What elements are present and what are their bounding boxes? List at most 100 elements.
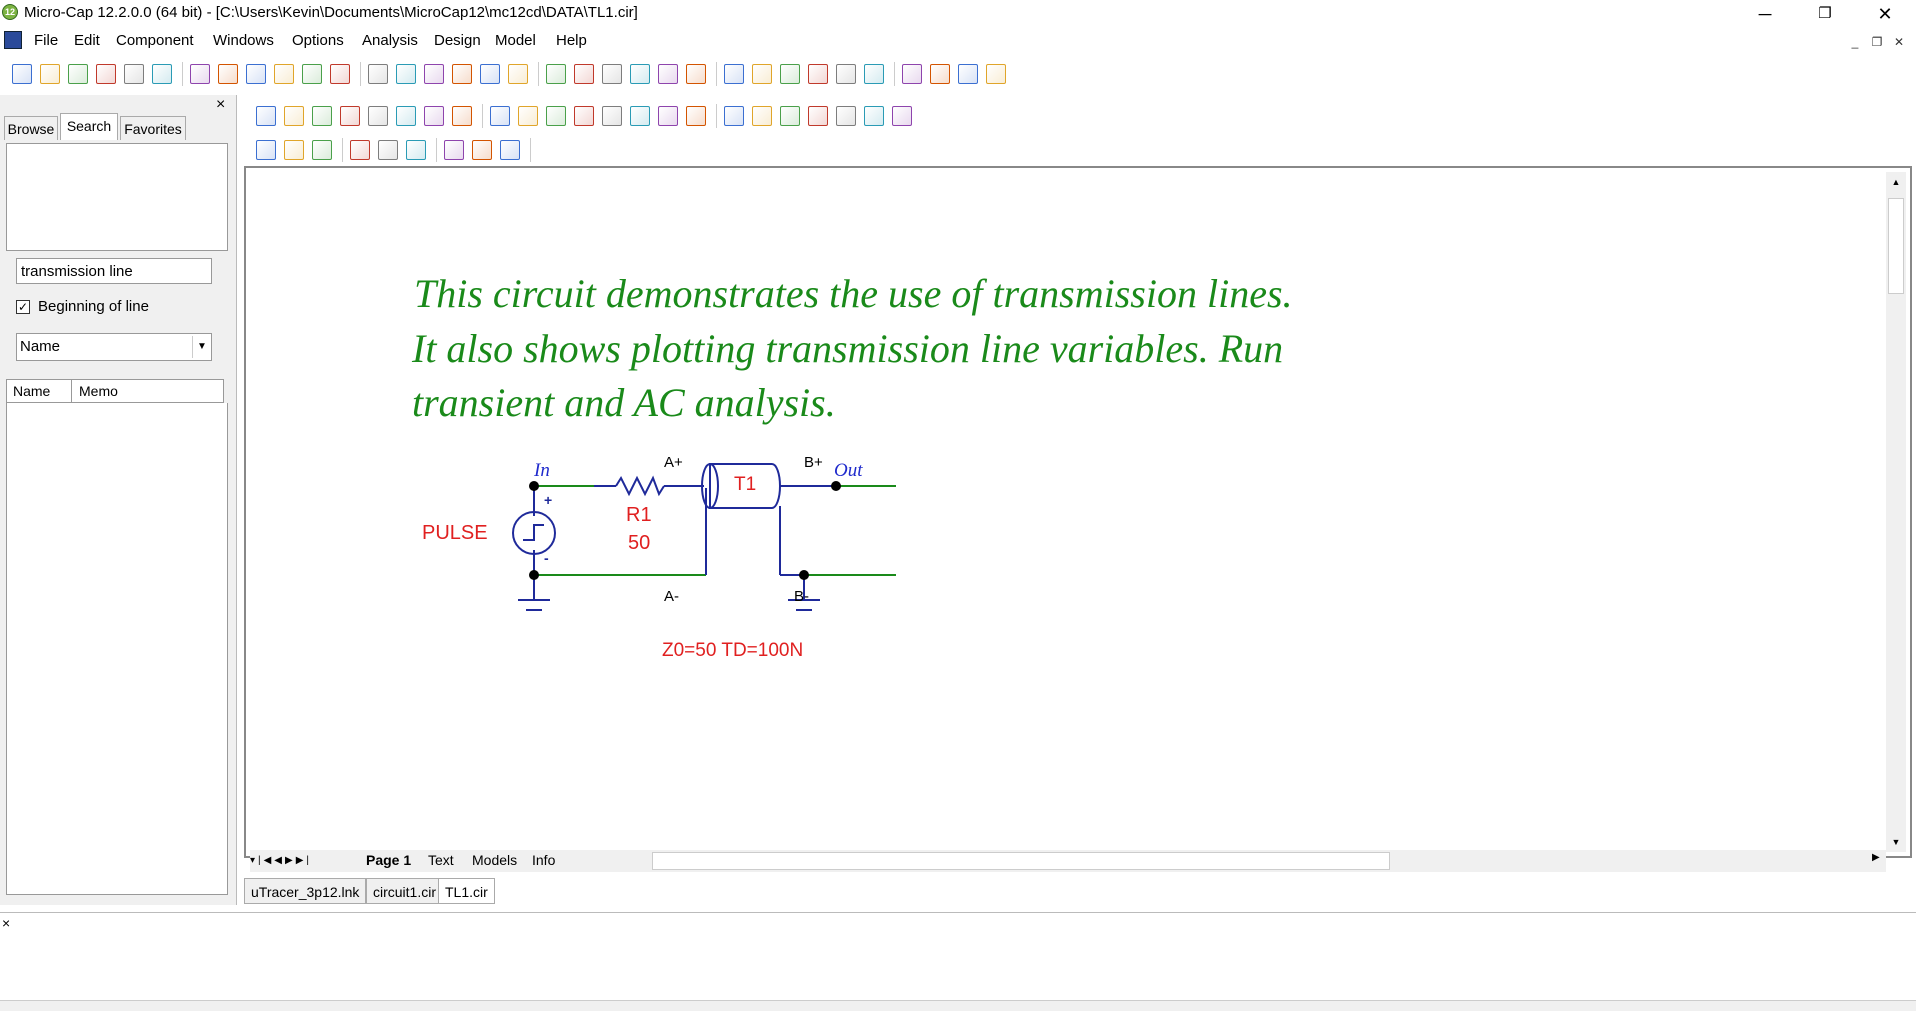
distribute-icon[interactable] [472, 140, 492, 160]
menu-file[interactable]: File [34, 32, 59, 49]
new-icon[interactable] [12, 64, 32, 84]
copy-icon[interactable] [274, 64, 294, 84]
grid-toggle-icon[interactable] [808, 106, 828, 126]
menu-help[interactable]: Help [556, 32, 587, 49]
cascade-icon[interactable] [836, 64, 856, 84]
wire-icon[interactable] [424, 64, 444, 84]
print-preview-icon[interactable] [124, 64, 144, 84]
scroll-up-icon[interactable]: ▲ [1891, 177, 1901, 187]
macro-icon[interactable] [630, 64, 650, 84]
scroll-thumb[interactable] [1888, 198, 1904, 294]
page-tab-info[interactable]: Info [532, 852, 556, 868]
file-tab-tl1[interactable]: TL1.cir [438, 878, 495, 904]
paste-icon[interactable] [302, 64, 322, 84]
sort-by-select[interactable] [16, 333, 212, 361]
info-icon[interactable] [546, 106, 566, 126]
select-all-icon[interactable] [368, 64, 388, 84]
scroll-right-icon[interactable]: ▶ [1872, 852, 1880, 863]
source-icon[interactable] [686, 64, 706, 84]
chevron-down-icon[interactable]: ▼ [192, 336, 211, 358]
page-tab-page-1[interactable]: Page 1 [366, 852, 412, 868]
tab-search[interactable]: Search [60, 113, 118, 140]
align-left-icon[interactable] [350, 140, 370, 160]
schematic-canvas[interactable]: This circuit demonstrates the use of tra… [250, 170, 1886, 852]
menu-options[interactable]: Options [292, 32, 344, 49]
color-icon[interactable] [312, 140, 332, 160]
vertical-scrollbar[interactable]: ▲ ▼ [1886, 172, 1906, 852]
fit-icon[interactable] [892, 106, 912, 126]
pen-icon[interactable] [368, 106, 388, 126]
output-pane[interactable]: × [0, 912, 1916, 1001]
mdi-restore-button[interactable]: ❐ [1871, 35, 1883, 49]
globe-icon[interactable] [986, 64, 1006, 84]
font-icon[interactable] [284, 140, 304, 160]
beginning-of-line-checkbox[interactable]: ✓ [16, 300, 30, 314]
align-grid-icon[interactable] [256, 140, 276, 160]
hand-icon[interactable] [284, 106, 304, 126]
warning-icon[interactable] [752, 106, 772, 126]
check-icon[interactable] [630, 106, 650, 126]
transistor-icon[interactable] [546, 64, 566, 84]
results-list[interactable] [6, 403, 228, 895]
align-bottom-icon[interactable] [500, 140, 520, 160]
panel-close-icon[interactable]: × [216, 96, 226, 113]
node-numbers-icon[interactable] [658, 106, 678, 126]
wire-mode-icon[interactable] [312, 106, 332, 126]
battery-icon[interactable] [574, 64, 594, 84]
align-top-icon[interactable] [444, 140, 464, 160]
pointer-icon[interactable] [256, 106, 276, 126]
menu-analysis[interactable]: Analysis [362, 32, 418, 49]
align-right-icon[interactable] [406, 140, 426, 160]
panel-icon[interactable] [930, 64, 950, 84]
ground-icon[interactable] [788, 599, 820, 611]
image-icon[interactable] [958, 64, 978, 84]
align-center-icon[interactable] [378, 140, 398, 160]
page-navigation-icon[interactable]: ▾|◀◀▶▶| [250, 855, 312, 866]
resistor-icon[interactable] [480, 64, 500, 84]
column-header-memo[interactable]: Memo [79, 383, 118, 399]
file-tab-utracer[interactable]: uTracer_3p12.lnk [244, 878, 367, 904]
window-tile-icon[interactable] [752, 64, 772, 84]
open-icon[interactable] [40, 64, 60, 84]
rows-icon[interactable] [808, 64, 828, 84]
grid-icon[interactable] [518, 106, 538, 126]
transmission-line-t1[interactable] [701, 463, 781, 509]
close-button[interactable]: ✕ [1877, 4, 1893, 24]
search-input[interactable] [16, 258, 212, 284]
flag-icon[interactable] [490, 106, 510, 126]
page-tab-models[interactable]: Models [472, 852, 518, 868]
resistor-r1[interactable] [615, 475, 665, 497]
inductor-icon[interactable] [658, 64, 678, 84]
ground-icon[interactable] [518, 599, 550, 611]
mdi-close-button[interactable]: ✕ [1893, 35, 1905, 49]
menu-edit[interactable]: Edit [74, 32, 100, 49]
cut-icon[interactable] [246, 64, 266, 84]
ground-icon[interactable] [396, 64, 416, 84]
gate-icon[interactable] [724, 64, 744, 84]
horizontal-scrollbar[interactable] [652, 852, 1390, 870]
column-header-name[interactable]: Name [13, 383, 51, 399]
menu-windows[interactable]: Windows [213, 32, 274, 49]
print-icon[interactable] [152, 64, 172, 84]
pin-icon[interactable] [686, 106, 706, 126]
zoom-in-icon[interactable] [836, 106, 856, 126]
minimize-button[interactable]: ─ [1758, 4, 1772, 24]
tab-favorites[interactable]: Favorites [120, 116, 186, 140]
text-icon[interactable] [340, 106, 360, 126]
redo-icon[interactable] [218, 64, 238, 84]
undo-icon[interactable] [190, 64, 210, 84]
line-icon[interactable] [396, 106, 416, 126]
output-close-icon[interactable]: × [2, 915, 11, 931]
pulse-source[interactable] [512, 511, 556, 555]
menu-design[interactable]: Design [434, 32, 481, 49]
mdi-minimize-button[interactable]: _ [1851, 35, 1859, 49]
delete-icon[interactable] [330, 64, 350, 84]
cross-icon[interactable] [780, 106, 800, 126]
document-icon[interactable] [4, 31, 22, 49]
menu-model[interactable]: Model [495, 32, 536, 49]
capacitor-icon[interactable] [452, 64, 472, 84]
restore-button[interactable]: ❐ [1818, 5, 1832, 22]
probe-icon[interactable] [602, 106, 622, 126]
opamp-icon[interactable] [602, 64, 622, 84]
zoom-out-icon[interactable] [864, 106, 884, 126]
